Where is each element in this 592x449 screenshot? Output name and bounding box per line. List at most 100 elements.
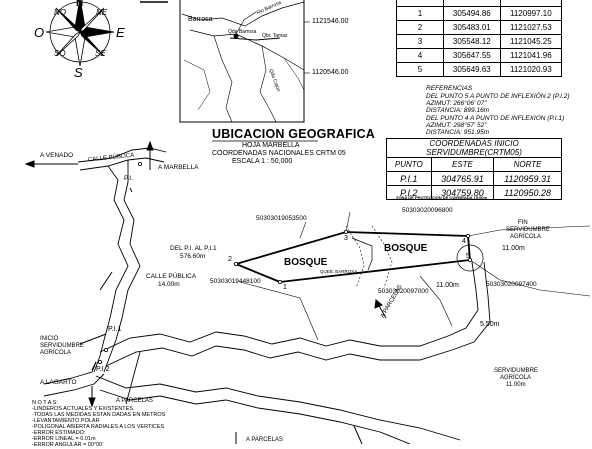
compass-se: SE [95, 49, 106, 58]
label-serv-agricola: 11.00m [506, 382, 526, 388]
parcel-id: 50303020097400 [486, 281, 537, 288]
map-place: Qbr. Tamaz [262, 33, 288, 39]
references-line: AZIMUT: 266°06' 07" [426, 100, 487, 107]
table-cell: 1121027.53 [499, 20, 563, 35]
notes-line: -TODAS LAS MEDIDAS ESTAN DADAS EN METROS [32, 412, 166, 418]
table-cell: 304765.91 [430, 171, 495, 186]
table-cell: 1120950.28 [493, 185, 562, 200]
vertex-label: 5 [466, 253, 470, 260]
vertex-label: 2 [228, 256, 232, 263]
label-serv-agricola: SERVIDUMBRE [494, 368, 538, 374]
table-row: P.I.2 304759.80 1120950.28 [386, 185, 562, 200]
label-calle-width: 14.00m [158, 281, 180, 288]
map-coord-top: 1121546.00 [312, 18, 349, 25]
references-line: DEL PUNTO 4 A PUNTO DE INFLEXION (P.I.1) [426, 115, 565, 122]
label-fin-serv: AGRÍCOLA [510, 234, 542, 240]
vertex-markers [98, 161, 472, 364]
compass-no: NO [54, 8, 66, 17]
label-inicio-serv: AGRÍCOLA [40, 350, 72, 356]
table-row: P.I.1 304765.91 1120959.31 [386, 171, 562, 186]
table-cell: 4 [396, 48, 444, 63]
label-calle-publica: CALLE PÚBLICA [146, 273, 197, 280]
table-cell: 2 [396, 20, 444, 35]
table-cell: P.I.1 [386, 171, 432, 186]
table-row: 4 305647.55 1121041.96 [396, 48, 563, 63]
label-a-venado: A VENADO [40, 152, 74, 159]
label-del-pi: DEL P.I. AL P.I.1 [170, 245, 217, 252]
column-header: ESTE [430, 157, 495, 172]
label-pi-top: P.I. [124, 175, 133, 182]
table-row: 3 305548.12 1121045.25 [396, 34, 563, 49]
table-cell: 3 [396, 34, 444, 49]
label-serv-agricola: AGRÍCOLA [500, 375, 532, 381]
notes-line: -ERROR ESTIMADO: [32, 430, 86, 436]
table-row: 2 305483.01 1121027.53 [396, 20, 563, 35]
table-row: 1 305494.86 1120997.10 [396, 6, 563, 21]
location-line: HOJA MARBELLA [242, 142, 300, 149]
label-zona-proteccion: ZONA DE PROTECCIÓN DE QUEBRADA 15.00m [396, 195, 488, 200]
label-fin-serv: FIN [518, 220, 528, 226]
label-bosque-right: BOSQUE [384, 243, 428, 254]
servitude-table: COORDENADAS INICIO SERVIDUMBRE(CRTM05) P… [386, 138, 562, 200]
table-cell: 305483.01 [443, 20, 501, 35]
table-cell: P.I.2 [386, 185, 432, 200]
notes-title: N O T A S: [32, 400, 58, 406]
vertex-label: 3 [344, 235, 348, 242]
vertex-label: 4 [462, 238, 466, 245]
parcel-id: 50303020097000 [378, 288, 429, 295]
table-cell: 1121020.93 [499, 62, 563, 77]
label-inicio-serv: INICIO [40, 336, 59, 342]
references-title: REFERENCIAS [426, 85, 473, 92]
compass-rose-icon [45, 0, 115, 67]
label-a-parcelas: A PARCELAS [116, 398, 153, 404]
column-header: PUNTO [386, 157, 432, 172]
compass-so: SO [54, 49, 66, 58]
table-cell: 1121041.96 [499, 48, 563, 63]
references-line: DEL PUNTO 5 A PUNTO DE INFLEXIÓN 2 (P.I.… [426, 93, 570, 100]
label-dist-pi: 576.60m [180, 253, 206, 260]
servitude-title: COORDENADAS INICIO SERVIDUMBRE(CRTM05) [386, 138, 562, 158]
table-row: 5 305649.63 1121020.93 [396, 62, 563, 77]
references-line: DISTANCIA: 951.95m [426, 129, 490, 136]
label-inicio-serv: SERVIDUMBRE [40, 343, 84, 349]
label-pi1: P.I.1 [108, 326, 122, 333]
table-cell: 305649.63 [443, 62, 501, 77]
label-width: 5.50m [480, 321, 500, 328]
table-cell: 305548.12 [443, 34, 501, 49]
notes-line: -ERROR LINEAL = 0.01m [32, 436, 96, 442]
vertex-table: 1 305494.86 1120997.10 2 305483.01 11210… [396, 0, 563, 77]
table-cell: 5 [396, 62, 444, 77]
label-a-lagarto: A LAGARTO [40, 379, 77, 386]
property-polygon [233, 211, 591, 341]
direction-arrows [24, 140, 387, 444]
table-cell: 1120959.31 [493, 171, 562, 186]
table-cell: 1121045.25 [499, 34, 563, 49]
table-cell: 1 [396, 6, 444, 21]
location-title: UBICACION GEOGRAFICA [212, 127, 376, 141]
parcel-id: 50303019053500 [256, 215, 307, 222]
label-quebrada: QUEB. BARROSA [320, 269, 358, 274]
column-header: NORTE [493, 157, 562, 172]
label-width: 11.00m [436, 282, 459, 289]
compass-e: E [116, 25, 125, 40]
label-a-parcelas: A PARCELAS [246, 437, 283, 443]
notes-line: -POLIGONAL ABIERTA RADIALES A LOS VERTIC… [32, 424, 165, 430]
access-road [77, 147, 167, 373]
table-cell: 305647.55 [443, 48, 501, 63]
parcel-id: 50303019448100 [210, 278, 261, 285]
label-a-marbella: A MARBELLA [158, 164, 199, 171]
compass-s: S [74, 65, 83, 80]
map-coord-bottom: 1120546.00 [312, 69, 349, 76]
label-fin-serv: SERVIDUMBRE [506, 227, 550, 233]
label-pi2: P.I.2 [96, 366, 110, 373]
location-map [179, 0, 310, 123]
location-line: ESCALA 1 : 50,000 [232, 158, 293, 165]
compass-ne: NE [96, 8, 108, 17]
parcel-id: 50303020096800 [402, 207, 453, 214]
location-line: COORDENADAS NACIONALES CRTM 05 [212, 150, 346, 157]
compass-o: O [34, 25, 45, 40]
references-line: AZIMUT: 298°57' 52" [426, 122, 487, 129]
notes-line: -LINDEROS ACTUALES Y EXISTENTES. [32, 406, 135, 412]
table-cell: 305494.86 [443, 6, 501, 21]
